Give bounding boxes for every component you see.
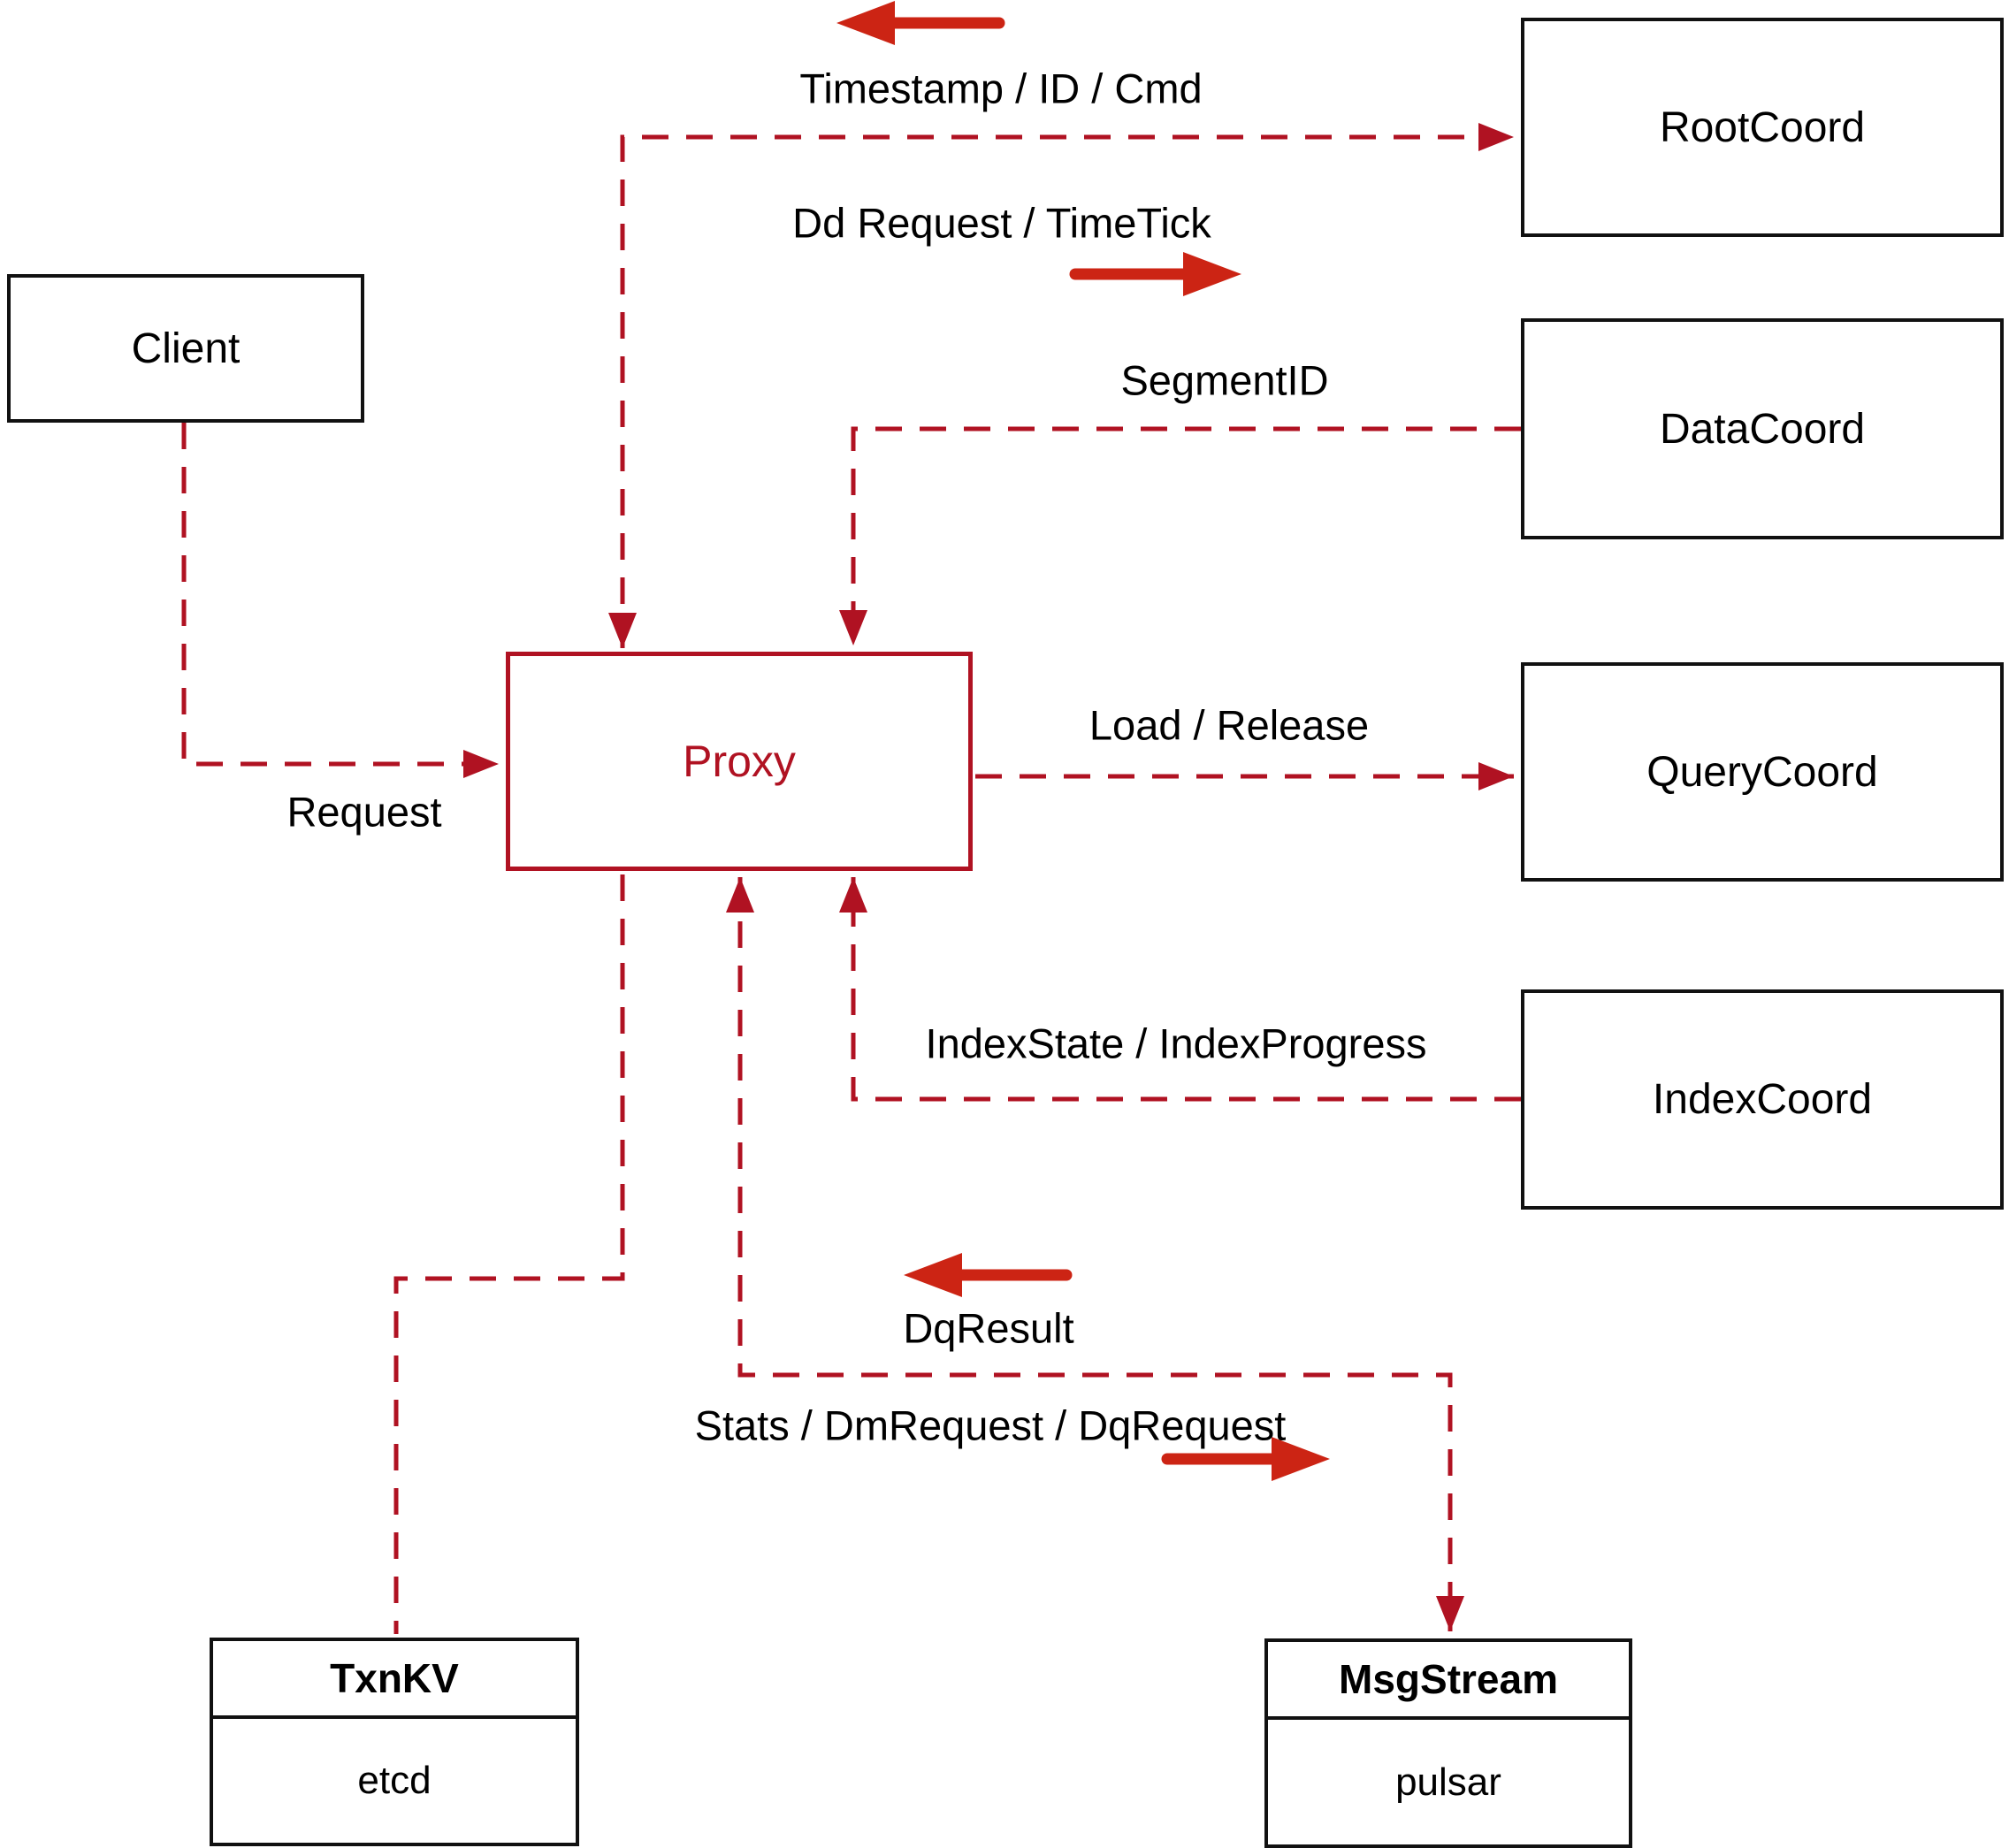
node-msgstream-impl: pulsar xyxy=(1395,1760,1501,1804)
node-txnkv-title: TxnKV xyxy=(213,1641,576,1719)
node-datacoord: DataCoord xyxy=(1521,318,2004,539)
edge-label-timestamp-id-cmd: Timestamp / ID / Cmd xyxy=(799,65,1203,112)
edge-datacoord-proxy xyxy=(839,426,1521,645)
node-rootcoord: RootCoord xyxy=(1521,18,2004,237)
arrow-right-msgstream-icon xyxy=(1161,1437,1330,1481)
arrow-right-rootcoord-icon xyxy=(1069,252,1241,296)
edge-label-dqresult: DqResult xyxy=(903,1304,1074,1352)
edge-proxy-txnkv xyxy=(393,874,625,1634)
edge-client-proxy xyxy=(181,423,499,778)
edge-proxy-rootcoord xyxy=(608,123,1514,648)
arrow-head xyxy=(1183,252,1241,296)
node-proxy: Proxy xyxy=(506,652,973,871)
arrow-head xyxy=(904,1253,962,1297)
edge-label-segmentid: SegmentID xyxy=(1120,356,1329,404)
edge-label-load-release: Load / Release xyxy=(1089,701,1370,749)
edge-proxy-msgstream xyxy=(726,877,1464,1631)
node-indexcoord: IndexCoord xyxy=(1521,989,2004,1210)
node-querycoord: QueryCoord xyxy=(1521,662,2004,882)
node-querycoord-label: QueryCoord xyxy=(1646,748,1878,796)
edge-label-request: Request xyxy=(286,788,442,836)
arrow-head xyxy=(1272,1437,1330,1481)
arrow-head xyxy=(836,1,895,45)
arrow-left-rootcoord-icon xyxy=(836,1,1005,45)
node-indexcoord-label: IndexCoord xyxy=(1652,1076,1873,1123)
node-proxy-label: Proxy xyxy=(683,737,796,786)
edge-label-stats-dmrequest-dqrequest: Stats / DmRequest / DqRequest xyxy=(694,1401,1287,1449)
node-client-label: Client xyxy=(131,325,241,372)
node-msgstream-title: MsgStream xyxy=(1268,1642,1629,1720)
edge-label-dd-request-timetick: Dd Request / TimeTick xyxy=(792,199,1211,247)
arrow-left-dqresult-icon xyxy=(904,1253,1073,1297)
node-msgstream: MsgStream pulsar xyxy=(1264,1638,1632,1848)
node-txnkv: TxnKV etcd xyxy=(210,1638,579,1846)
node-txnkv-impl: etcd xyxy=(357,1759,432,1802)
node-rootcoord-label: RootCoord xyxy=(1659,103,1866,151)
node-client: Client xyxy=(7,274,364,423)
edge-label-indexstate-indexprogress: IndexState / IndexProgress xyxy=(925,1019,1427,1067)
node-datacoord-label: DataCoord xyxy=(1659,405,1866,453)
